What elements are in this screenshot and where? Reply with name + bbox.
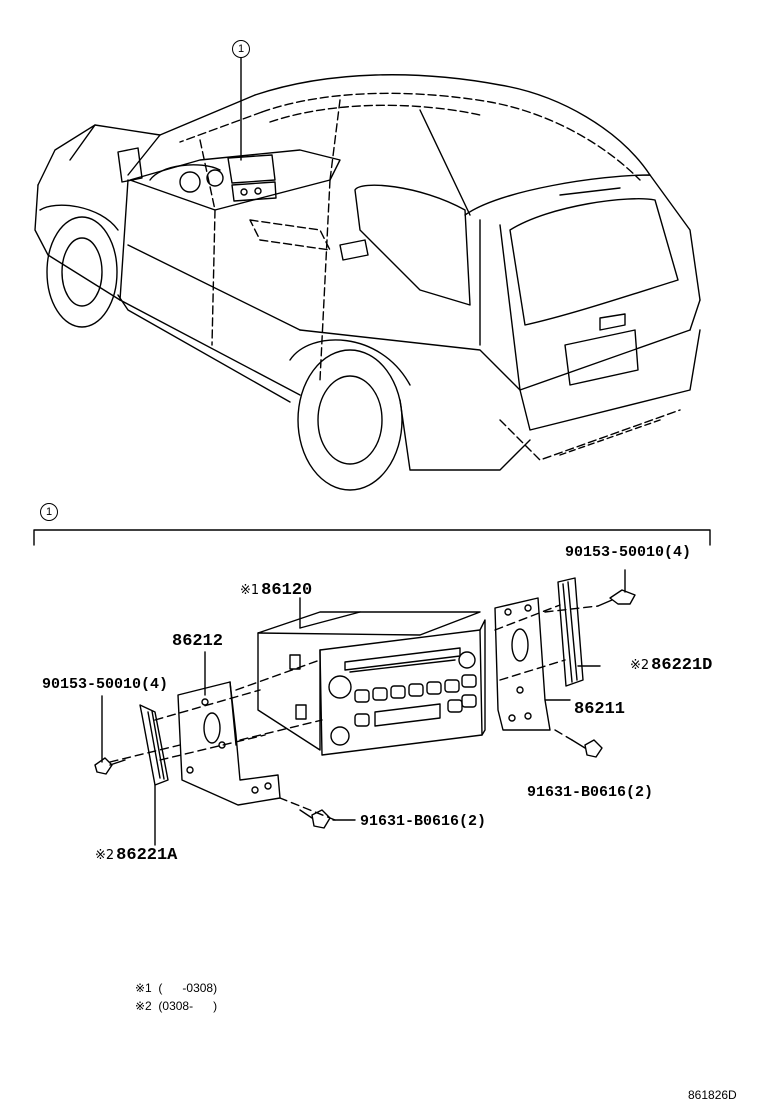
footnote-mark: ※2 (135, 999, 152, 1013)
footnote-mark: ※1 (135, 981, 152, 995)
part-label-bolt-bottom: 91631-B0616(2) (360, 813, 487, 830)
part-number: 86221D (651, 656, 713, 675)
vehicle-illustration (34, 74, 701, 491)
footnote-range: (0308- ) (158, 999, 218, 1013)
assembly-lines (109, 604, 599, 821)
part-label-bolt-right: 91631-B0616(2) (527, 784, 654, 801)
bolt-right (571, 739, 603, 758)
part-label-screw-right: 90153-50010(4) (565, 544, 692, 561)
section-bracket-line (33, 529, 711, 546)
note-mark: ※2 (95, 848, 115, 863)
note-mark: ※1 (240, 583, 260, 598)
figure-id: 861826D (688, 1088, 737, 1102)
part-label-86211: 86211 (574, 700, 626, 719)
section-ref-circle: 1 (40, 503, 58, 521)
left-bracket-drawing (177, 681, 281, 806)
part-number: 86221A (116, 846, 178, 865)
footnote-1: ※1 ( -0308) (135, 981, 217, 995)
bolt-bottom (299, 809, 331, 829)
right-bracket-drawing (494, 597, 551, 731)
right-trim-panel-drawing (557, 577, 584, 687)
callout-ref-circle: 1 (232, 40, 250, 58)
part-label-86212: 86212 (172, 632, 224, 651)
footnote-2: ※2 (0308- ) (135, 999, 217, 1013)
screw-left (94, 757, 126, 775)
part-number: 86120 (261, 581, 313, 600)
radio-receiver-drawing (257, 611, 486, 756)
footnote-range: ( -0308) (158, 981, 218, 995)
leader-lines (101, 569, 626, 846)
left-trim-panel-drawing (139, 704, 169, 786)
screw-top-right (597, 589, 636, 607)
note-mark: ※2 (630, 658, 650, 673)
part-label-screw-left: 90153-50010(4) (42, 676, 169, 693)
